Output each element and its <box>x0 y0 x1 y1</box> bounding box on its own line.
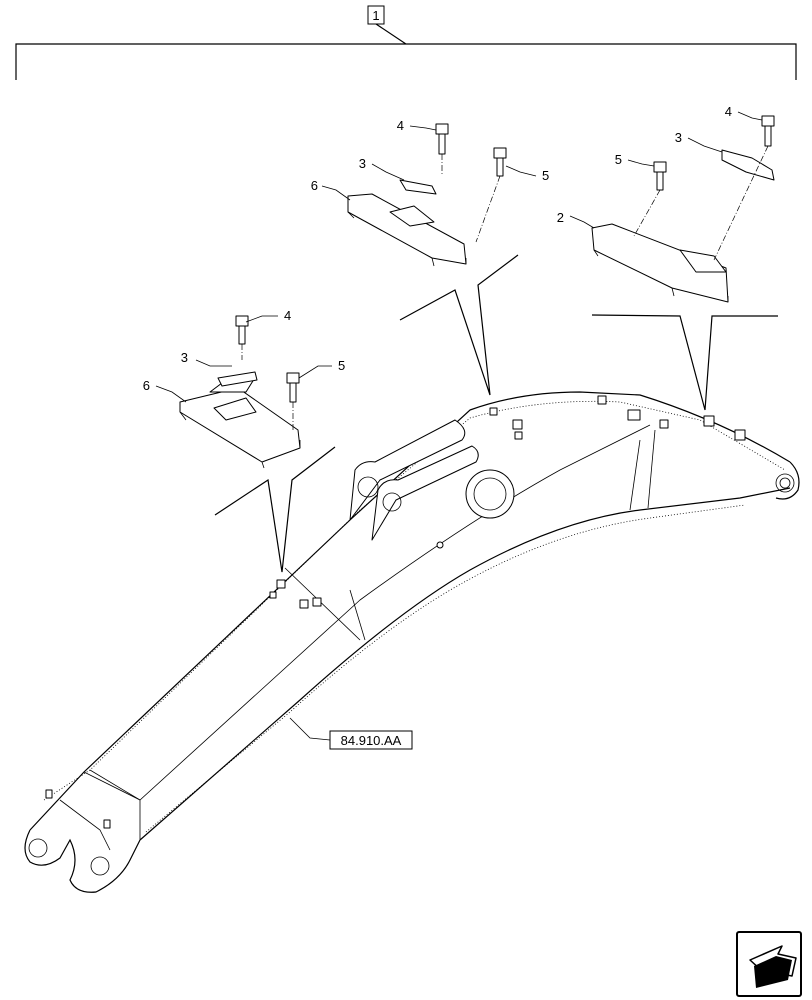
callout-right-bolt: 4 <box>725 104 732 119</box>
callout-middle-clip: 3 <box>359 156 366 171</box>
boom-arm <box>24 391 800 893</box>
callout-right-bolt-short: 5 <box>615 152 622 167</box>
detail-leaders <box>214 254 778 573</box>
assembly-label: 1 <box>372 8 379 23</box>
next-page-arrow-icon[interactable] <box>736 931 802 997</box>
assembly-bracket: 1 <box>15 5 797 80</box>
callout-middle-block: 6 <box>311 178 318 193</box>
reference-label[interactable]: 84.910.AA <box>341 733 402 748</box>
callout-right-block: 2 <box>557 210 564 225</box>
callout-left-block: 6 <box>143 378 150 393</box>
callout-middle-bolt-short: 5 <box>542 168 549 183</box>
callout-middle-bolt: 4 <box>397 118 404 133</box>
callout-left-bolt-short: 5 <box>338 358 345 373</box>
detail-right: 4 3 5 2 <box>557 104 775 303</box>
callout-left-bolt: 4 <box>284 308 291 323</box>
detail-middle: 4 3 5 6 <box>311 118 549 267</box>
callout-left-clip: 3 <box>181 350 188 365</box>
callout-right-clip: 3 <box>675 130 682 145</box>
detail-left: 4 3 5 6 <box>143 308 345 469</box>
reference-callout[interactable]: 84.910.AA <box>289 717 413 750</box>
